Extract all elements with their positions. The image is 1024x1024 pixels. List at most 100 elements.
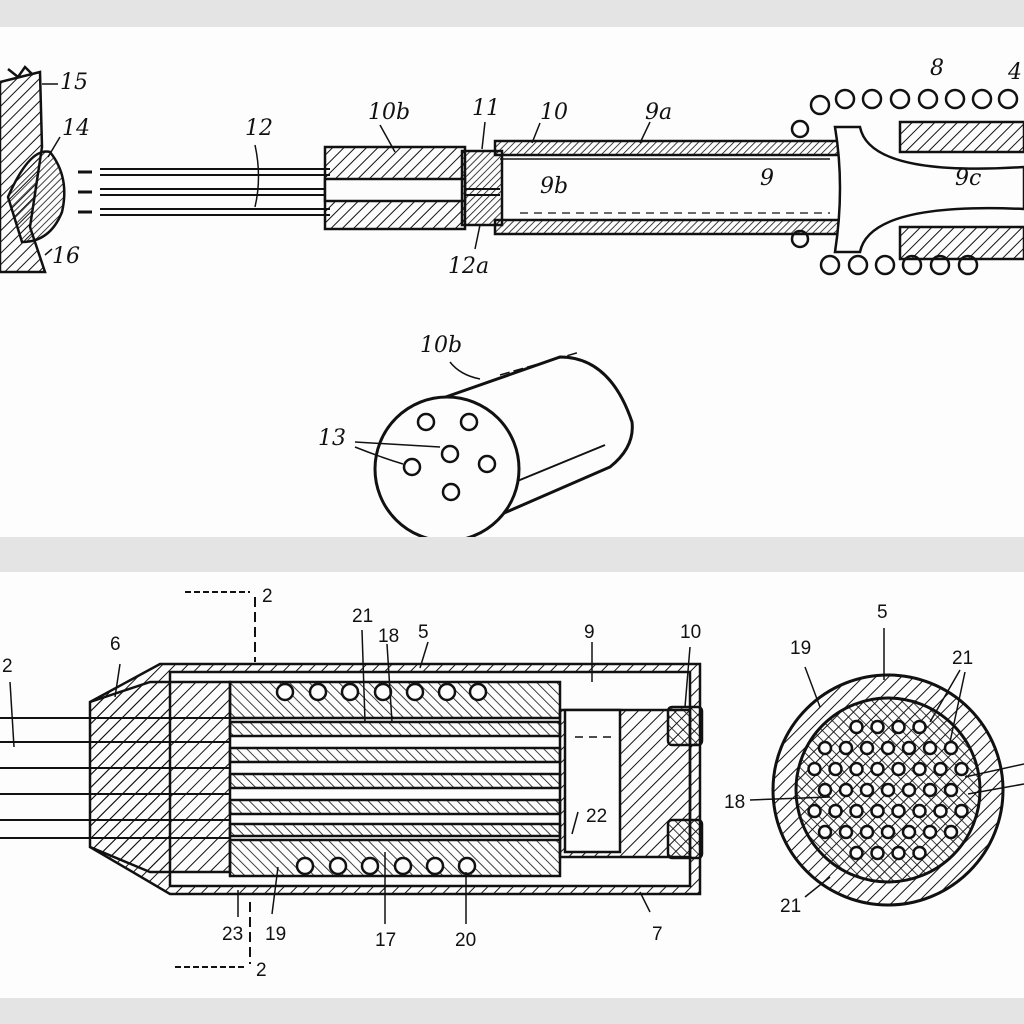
leader-lines bbox=[42, 83, 651, 256]
fiber-dot bbox=[849, 719, 864, 735]
fiber-dot bbox=[933, 803, 948, 819]
cylinder-end-face bbox=[373, 395, 521, 537]
fiber-dot bbox=[954, 803, 969, 819]
label-2-top: 2 bbox=[262, 586, 273, 607]
bottom-figures: 2 2 2 6 21 18 5 9 10 22 23 19 17 20 7 bbox=[0, 586, 1024, 981]
label-21: 21 bbox=[352, 606, 373, 627]
fiber-dot bbox=[838, 824, 854, 840]
label-12a: 12a bbox=[448, 254, 489, 279]
fiber-dot bbox=[880, 740, 896, 756]
label-9: 9 bbox=[760, 166, 774, 191]
label-4: 4 bbox=[1007, 60, 1022, 85]
fiber-dot bbox=[912, 761, 927, 777]
flare-9c bbox=[833, 125, 1024, 254]
label-end-10b: 10b bbox=[420, 333, 462, 358]
label-10: 10 bbox=[540, 100, 568, 125]
label-9: 9 bbox=[584, 622, 595, 643]
fiber-dot bbox=[912, 845, 927, 861]
sleeve-11 bbox=[460, 149, 504, 227]
cylinder-shade-line bbox=[514, 444, 606, 483]
section-marks bbox=[175, 591, 256, 968]
label-round-19: 19 bbox=[790, 638, 811, 659]
leader-lines-end bbox=[354, 361, 481, 465]
fiber-dot bbox=[922, 782, 938, 798]
fiber-dot bbox=[922, 740, 938, 756]
label-9c: 9c bbox=[955, 166, 981, 191]
fiber-dot bbox=[828, 803, 843, 819]
coil-20 bbox=[275, 682, 488, 876]
fiber-dot bbox=[838, 782, 854, 798]
fiber-dot bbox=[891, 761, 906, 777]
label-2-left: 2 bbox=[2, 656, 13, 677]
tissue-14 bbox=[6, 150, 66, 244]
fiber-dot bbox=[807, 803, 822, 819]
dash-marks bbox=[78, 170, 92, 214]
fiber-dot bbox=[870, 761, 885, 777]
label-10: 10 bbox=[680, 622, 701, 643]
fiber-dot bbox=[891, 803, 906, 819]
fiber-dot bbox=[891, 845, 906, 861]
label-round-21-top: 21 bbox=[952, 648, 973, 669]
label-18: 18 bbox=[378, 626, 399, 647]
label-10b: 10b bbox=[368, 100, 410, 125]
fibers-left bbox=[0, 717, 230, 839]
fiber-dot bbox=[901, 782, 917, 798]
label-round-18: 18 bbox=[724, 792, 745, 813]
connector-leader-lines bbox=[9, 629, 691, 924]
connector-section-labels: 2 2 2 6 21 18 5 9 10 22 23 19 17 20 7 bbox=[2, 586, 701, 981]
label-16: 16 bbox=[52, 244, 80, 269]
round-fibers bbox=[807, 719, 969, 861]
fiber-dot bbox=[859, 824, 875, 840]
fiber-dot bbox=[828, 761, 843, 777]
fiber-dot bbox=[933, 761, 948, 777]
fiber-dot bbox=[943, 824, 959, 840]
fiber-dot bbox=[859, 740, 875, 756]
nose-piece-6 bbox=[89, 680, 232, 874]
label-7: 7 bbox=[652, 924, 663, 945]
longitudinal-section-figure bbox=[0, 65, 1024, 276]
label-15: 15 bbox=[60, 70, 88, 95]
round-section-figure bbox=[749, 628, 1024, 907]
label-2-bottom: 2 bbox=[256, 960, 267, 981]
label-12: 12 bbox=[245, 116, 273, 141]
label-5: 5 bbox=[418, 622, 429, 643]
fiber-dot bbox=[901, 740, 917, 756]
fiber-dot bbox=[870, 845, 885, 861]
fiber-dot bbox=[849, 761, 864, 777]
coil-8 bbox=[790, 88, 1019, 276]
fiber-dot bbox=[943, 740, 959, 756]
fiber-dot bbox=[807, 761, 822, 777]
fiber-dot bbox=[838, 740, 854, 756]
fiber-holes-13 bbox=[402, 412, 497, 502]
round-leader-lines bbox=[749, 628, 1024, 898]
label-19: 19 bbox=[265, 924, 286, 945]
label-round-5: 5 bbox=[877, 602, 888, 623]
fiber-dot bbox=[901, 824, 917, 840]
top-panel: 15 14 16 12 10b 11 10 9a 9b 9 9c 12a 8 4 bbox=[0, 27, 1024, 537]
label-20: 20 bbox=[455, 930, 476, 951]
label-round-21-bottom: 21 bbox=[780, 896, 801, 917]
label-11: 11 bbox=[472, 96, 500, 121]
fiber-dot bbox=[849, 803, 864, 819]
fiber-dot bbox=[817, 782, 833, 798]
label-17: 17 bbox=[375, 930, 396, 951]
bottom-panel: 2 2 2 6 21 18 5 9 10 22 23 19 17 20 7 bbox=[0, 572, 1024, 998]
fiber-dot bbox=[891, 719, 906, 735]
fiber-dot bbox=[954, 761, 969, 777]
housing-upper bbox=[898, 120, 1024, 154]
fiber-dot bbox=[943, 782, 959, 798]
label-22: 22 bbox=[586, 806, 607, 827]
longitudinal-section-labels: 15 14 16 12 10b 11 10 9a 9b 9 9c 12a 8 4 bbox=[52, 56, 1022, 279]
ferrule-end-figure bbox=[354, 351, 634, 537]
wall-break-line bbox=[7, 65, 34, 79]
top-figures: 15 14 16 12 10b 11 10 9a 9b 9 9c 12a 8 4 bbox=[0, 56, 1024, 537]
label-13: 13 bbox=[318, 426, 346, 451]
fiber-dot bbox=[870, 803, 885, 819]
fiber-dot bbox=[859, 782, 875, 798]
fiber-dot bbox=[849, 845, 864, 861]
ferrule-bore bbox=[323, 177, 467, 203]
port-10-lower bbox=[666, 818, 704, 860]
fiber-dot bbox=[880, 782, 896, 798]
fiber-dot bbox=[880, 824, 896, 840]
fiber-dot bbox=[912, 719, 927, 735]
